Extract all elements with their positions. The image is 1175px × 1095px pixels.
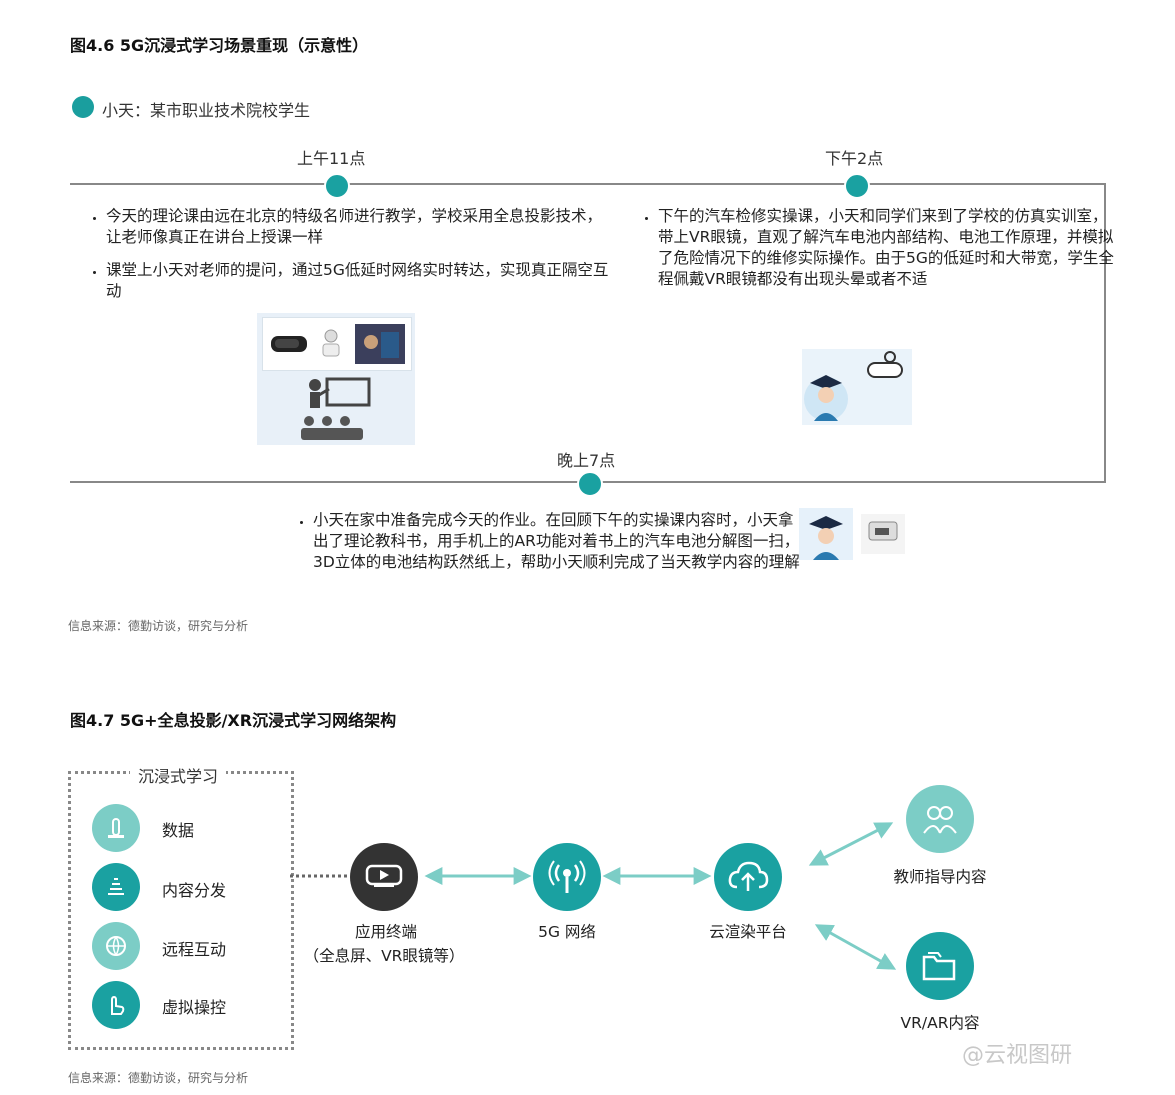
teacher-board-icon <box>301 377 371 440</box>
evening-bullet: 小天在家中准备完成今天的作业。在回顾下午的实操课内容时，小天拿出了理论教科书，用… <box>313 510 801 573</box>
figure-4-7-title: 图4.7 5G+全息投影/XR沉浸式学习网络架构 <box>70 711 397 730</box>
timeline-dot-afternoon <box>844 173 870 199</box>
hologram-photo-strip <box>262 317 412 371</box>
terminal-node-icon <box>350 843 418 911</box>
antenna-icon <box>533 843 601 911</box>
timeline-right-line <box>1104 183 1106 483</box>
morning-bullet: 课堂上小天对老师的提问，通过5G低延时网络实时转达，实现真正隔空互动 <box>106 260 616 302</box>
timeline-top-line <box>70 183 1106 185</box>
vr-lab-illustration <box>802 349 912 425</box>
data-icon <box>92 804 140 852</box>
timeline-dot-morning <box>324 173 350 199</box>
item-label-virtual: 虚拟操控 <box>162 998 227 1017</box>
vr-headset-photo-icon <box>271 324 405 364</box>
virtual-control-icon <box>92 981 140 1029</box>
item-label-remote: 远程互动 <box>162 940 227 959</box>
evening-bullets: 小天在家中准备完成今天的作业。在回顾下午的实操课内容时，小天拿出了理论教科书，用… <box>285 510 801 585</box>
folder-icon <box>906 932 974 1000</box>
legend-dot <box>72 96 94 118</box>
cloud-label: 云渲染平台 <box>709 923 787 941</box>
teacher-label: 教师指导内容 <box>893 868 987 886</box>
source-note-fig2: 信息来源：德勤访谈，研究与分析 <box>68 1071 249 1085</box>
student-with-vr-icon <box>804 351 903 421</box>
remote-interaction-icon <box>92 922 140 970</box>
terminal-sublabel: （全息屏、VR眼镜等） <box>303 947 465 965</box>
time-label-morning: 上午11点 <box>297 149 366 168</box>
content-distribution-icon <box>92 863 140 911</box>
classroom-illustration <box>257 313 415 445</box>
network-label: 5G 网络 <box>538 923 596 941</box>
morning-bullets: 今天的理论课由远在北京的特级名师进行教学，学校采用全息投影技术，让老师像真正在讲… <box>78 206 616 314</box>
terminal-label: 应用终端 <box>355 923 418 941</box>
source-note-fig1: 信息来源：德勤访谈，研究与分析 <box>68 619 249 633</box>
morning-bullet: 今天的理论课由远在北京的特级名师进行教学，学校采用全息投影技术，让老师像真正在讲… <box>106 206 616 248</box>
item-label-data: 数据 <box>162 821 195 840</box>
afternoon-bullets: 下午的汽车检修实操课，小天和同学们来到了学校的仿真实训室，带上VR眼镜，直观了解… <box>630 206 1118 302</box>
ar-study-illustration <box>799 508 911 560</box>
legend-label: 小天：某市职业技术院校学生 <box>102 101 311 120</box>
item-label-content: 内容分发 <box>162 881 227 900</box>
afternoon-bullet: 下午的汽车检修实操课，小天和同学们来到了学校的仿真实训室，带上VR眼镜，直观了解… <box>658 206 1118 290</box>
timeline-dot-evening <box>577 471 603 497</box>
time-label-evening: 晚上7点 <box>557 451 616 470</box>
vrar-label: VR/AR内容 <box>900 1014 980 1032</box>
figure-4-6-title: 图4.6 5G沉浸式学习场景重现（示意性） <box>70 36 369 55</box>
group-title: 沉浸式学习 <box>130 763 227 787</box>
time-label-afternoon: 下午2点 <box>825 149 884 168</box>
teacher-icon <box>906 785 974 853</box>
cloud-upload-icon <box>714 843 782 911</box>
student-with-book-icon <box>799 508 905 560</box>
watermark: @云视图研 <box>962 1043 1073 1068</box>
